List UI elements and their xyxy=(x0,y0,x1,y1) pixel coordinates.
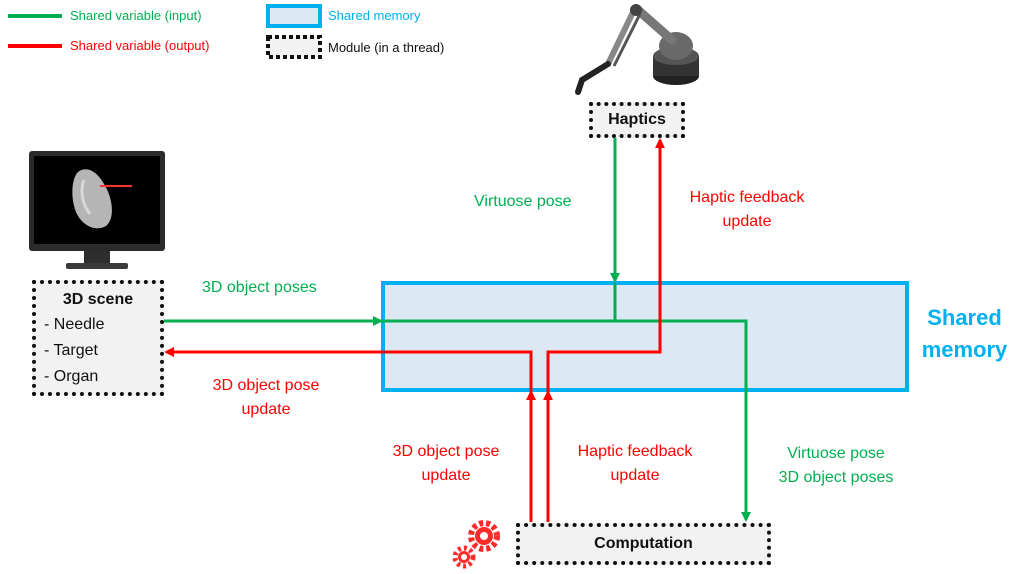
shared-memory-label-line1: Shared xyxy=(927,305,1002,330)
scene-title: 3D scene xyxy=(62,291,134,308)
legend-module-swatch xyxy=(266,35,322,59)
haptic-feedback-top-line1: Haptic feedback xyxy=(689,189,805,206)
pose-update-left-line2: update xyxy=(241,401,291,418)
computation-title: Computation xyxy=(594,535,693,552)
scene-item-needle: - Needle xyxy=(44,316,105,333)
legend-input-label: Shared variable (input) xyxy=(70,8,202,23)
virtuose-and-poses-line1: Virtuose pose xyxy=(787,445,885,462)
haptics-module: Haptics xyxy=(589,102,685,138)
haptic-feedback-bottom-line1: Haptic feedback xyxy=(577,443,693,460)
pose-update-bottom-label: 3D object pose update xyxy=(376,440,516,488)
arrow-pose-update-left xyxy=(164,347,533,392)
haptic-feedback-top-label: Haptic feedback update xyxy=(672,186,822,234)
haptic-feedback-bottom-line2: update xyxy=(610,467,660,484)
scene-item-target: - Target xyxy=(44,342,98,359)
pose-update-left-label: 3D object pose update xyxy=(196,374,336,422)
pose-update-left-line1: 3D object pose xyxy=(212,377,320,394)
haptics-title: Haptics xyxy=(608,111,666,128)
scene-module: 3D scene - Needle - Target - Organ xyxy=(32,280,164,396)
legend-module-label: Module (in a thread) xyxy=(328,40,445,55)
robot-arm-icon xyxy=(575,4,699,95)
scene-item-organ: - Organ xyxy=(44,368,99,385)
pose-update-bottom-line2: update xyxy=(421,467,471,484)
haptic-feedback-bottom-label: Haptic feedback update xyxy=(560,440,710,488)
pose-update-bottom-line1: 3D object pose xyxy=(392,443,500,460)
monitor-icon xyxy=(29,151,165,269)
shared-memory-box xyxy=(381,281,909,392)
gears-icon xyxy=(452,520,500,569)
shared-memory-label: Shared memory xyxy=(910,302,1019,366)
shared-memory-label-line2: memory xyxy=(921,337,1008,362)
virtuose-and-poses-label: Virtuose pose 3D object poses xyxy=(760,442,912,490)
arrow-haptic-feedback-top xyxy=(546,138,665,392)
arrow-to-computation xyxy=(381,319,751,522)
legend-memory-label: Shared memory xyxy=(328,8,421,23)
legend-output-label: Shared variable (output) xyxy=(70,38,210,53)
computation-module: Computation xyxy=(516,523,771,565)
legend-memory-swatch xyxy=(266,4,322,28)
haptic-feedback-top-line2: update xyxy=(722,213,772,230)
virtuose-pose-label: Virtuose pose xyxy=(474,193,572,210)
virtuose-and-poses-line2: 3D object poses xyxy=(778,469,894,486)
object-poses-label: 3D object poses xyxy=(202,279,317,296)
